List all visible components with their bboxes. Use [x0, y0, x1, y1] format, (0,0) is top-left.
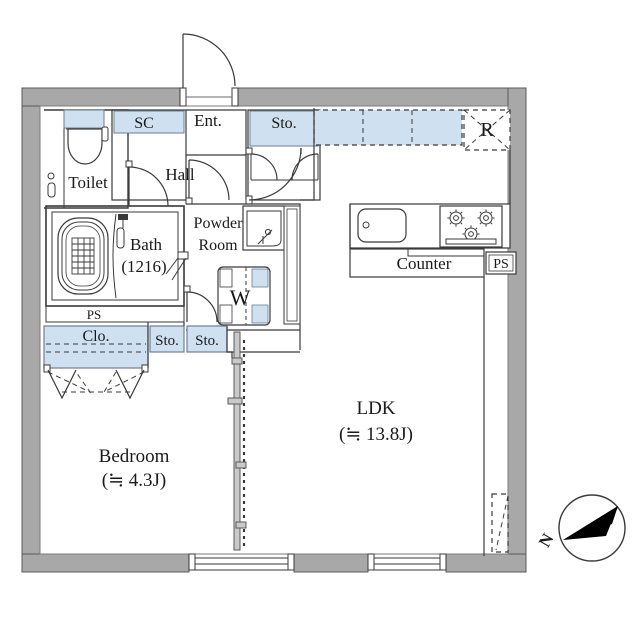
bath-room: Bath (1216): [45, 205, 185, 307]
bedroom: Bedroom (≒ 4.3J): [99, 446, 170, 491]
room-size-ldk: (≒ 13.8J): [339, 424, 413, 445]
room-size-bedroom: (≒ 4.3J): [102, 470, 166, 491]
shoe-cupboard: SC: [111, 109, 187, 201]
washing-machine-space: W: [217, 266, 271, 326]
powder-room-door[interactable]: [183, 285, 218, 323]
ldk-door[interactable]: [245, 147, 302, 205]
bedroom-closet: Clo.: [43, 325, 149, 400]
window-ldk: [367, 553, 447, 571]
toilet-basin-icon: [47, 172, 55, 180]
entrance-area: Ent. Hall: [165, 109, 247, 200]
fixture-label-refrigerator: R: [480, 119, 494, 141]
room-label-powder: Powder: [194, 215, 244, 232]
toilet-bowl-icon: [67, 128, 103, 165]
toilet-room: Toilet: [44, 109, 129, 209]
vanity-basin-icon: [242, 205, 286, 251]
room-label-entrance: Ent.: [194, 111, 222, 130]
bath-door[interactable]: [165, 251, 189, 281]
room-label-bath: Bath: [130, 235, 163, 254]
fixture-label-sto-a: Sto.: [155, 333, 179, 349]
room-label-bedroom: Bedroom: [99, 446, 170, 467]
entrance-door[interactable]: [179, 33, 239, 107]
fixture-label-storage-entry: Sto.: [271, 115, 296, 132]
room-size-bath: (1216): [121, 257, 166, 276]
ldk-corner-dashed: [491, 493, 509, 553]
refrigerator-space: R: [463, 109, 511, 151]
stove-icon: [439, 205, 503, 248]
compass-rose: N: [535, 494, 626, 562]
powder-room: Powder Room W: [186, 203, 301, 331]
storage-entrance: Sto.: [247, 109, 321, 201]
sink-icon: [357, 208, 407, 243]
pipe-shaft-kitchen: PS: [485, 251, 517, 275]
kitchen-counter: Counter: [349, 248, 485, 278]
fixture-label-sc: SC: [134, 115, 154, 132]
overhead-cabinets: [313, 109, 463, 146]
kitchen-walls: [300, 108, 511, 556]
fixture-label-washer: W: [230, 285, 251, 310]
pipe-shaft-bath: PS: [45, 305, 185, 323]
fixture-label-counter: Counter: [397, 254, 452, 273]
closet-folding-doors[interactable]: [43, 364, 149, 400]
ldk: LDK (≒ 13.8J): [339, 398, 413, 445]
room-label-ldk: LDK: [356, 398, 395, 419]
shower-icon: [116, 214, 128, 249]
bathtub-icon: [57, 217, 109, 295]
fixture-label-closet: Clo.: [82, 328, 109, 345]
room-label-hall: Hall: [165, 165, 195, 184]
room-label-toilet: Toilet: [68, 173, 108, 192]
window-bedroom: [188, 553, 295, 571]
toilet-door[interactable]: [125, 160, 169, 207]
fixture-label-ps-kitchen: PS: [493, 257, 509, 272]
toilet-tank-icon: [63, 109, 105, 129]
storage-hall-a: Sto.: [149, 325, 185, 353]
kitchen-worktop: [349, 203, 511, 249]
sliding-partition[interactable]: [227, 331, 247, 551]
fixture-label-ps-bath: PS: [87, 307, 101, 322]
room-label-powder-room: Room: [198, 237, 238, 254]
storage-hall-b: Sto.: [186, 325, 228, 353]
fixture-label-sto-b: Sto.: [195, 333, 219, 349]
